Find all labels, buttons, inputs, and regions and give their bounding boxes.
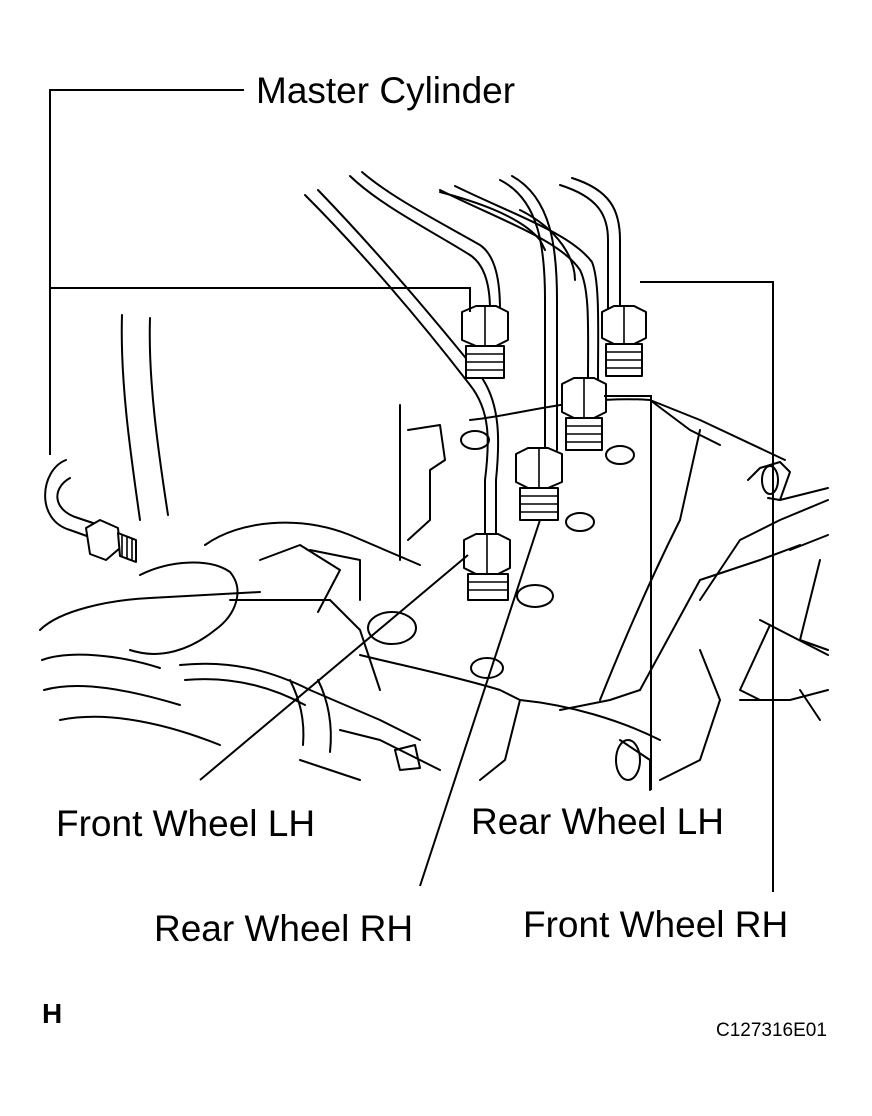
- view-letter: H: [42, 998, 63, 1029]
- leader-master-cylinder-branch: [50, 287, 471, 312]
- engine-components: [39, 314, 441, 781]
- fitting-rear-wheel-rh: [515, 447, 563, 521]
- tube-fittings: [85, 305, 647, 601]
- figure-code: C127316E01: [716, 1020, 827, 1041]
- label-rear-wheel-lh: Rear Wheel LH: [471, 801, 724, 842]
- leader-master-cylinder: [49, 89, 244, 455]
- fitting-rear-wheel-lh: [561, 377, 607, 451]
- label-master-cylinder: Master Cylinder: [256, 70, 516, 111]
- master-cylinder-fitting: [85, 519, 137, 563]
- label-front-wheel-lh: Front Wheel LH: [56, 803, 316, 844]
- leader-front-wheel-rh: [640, 281, 774, 892]
- leader-rear-wheel-lh: [604, 395, 652, 790]
- leader-lines: [49, 89, 774, 892]
- leader-front-wheel-lh: [199, 554, 469, 781]
- fitting-front-wheel-lh: [463, 533, 511, 601]
- brake-tubes: [44, 171, 621, 541]
- fitting-front-wheel-rh: [601, 305, 647, 377]
- label-front-wheel-rh: Front Wheel RH: [523, 904, 789, 945]
- leader-rear-wheel-rh: [419, 519, 541, 887]
- fitting-upper-left: [461, 305, 509, 379]
- label-rear-wheel-rh: Rear Wheel RH: [154, 908, 414, 949]
- actuator-body: [359, 398, 829, 791]
